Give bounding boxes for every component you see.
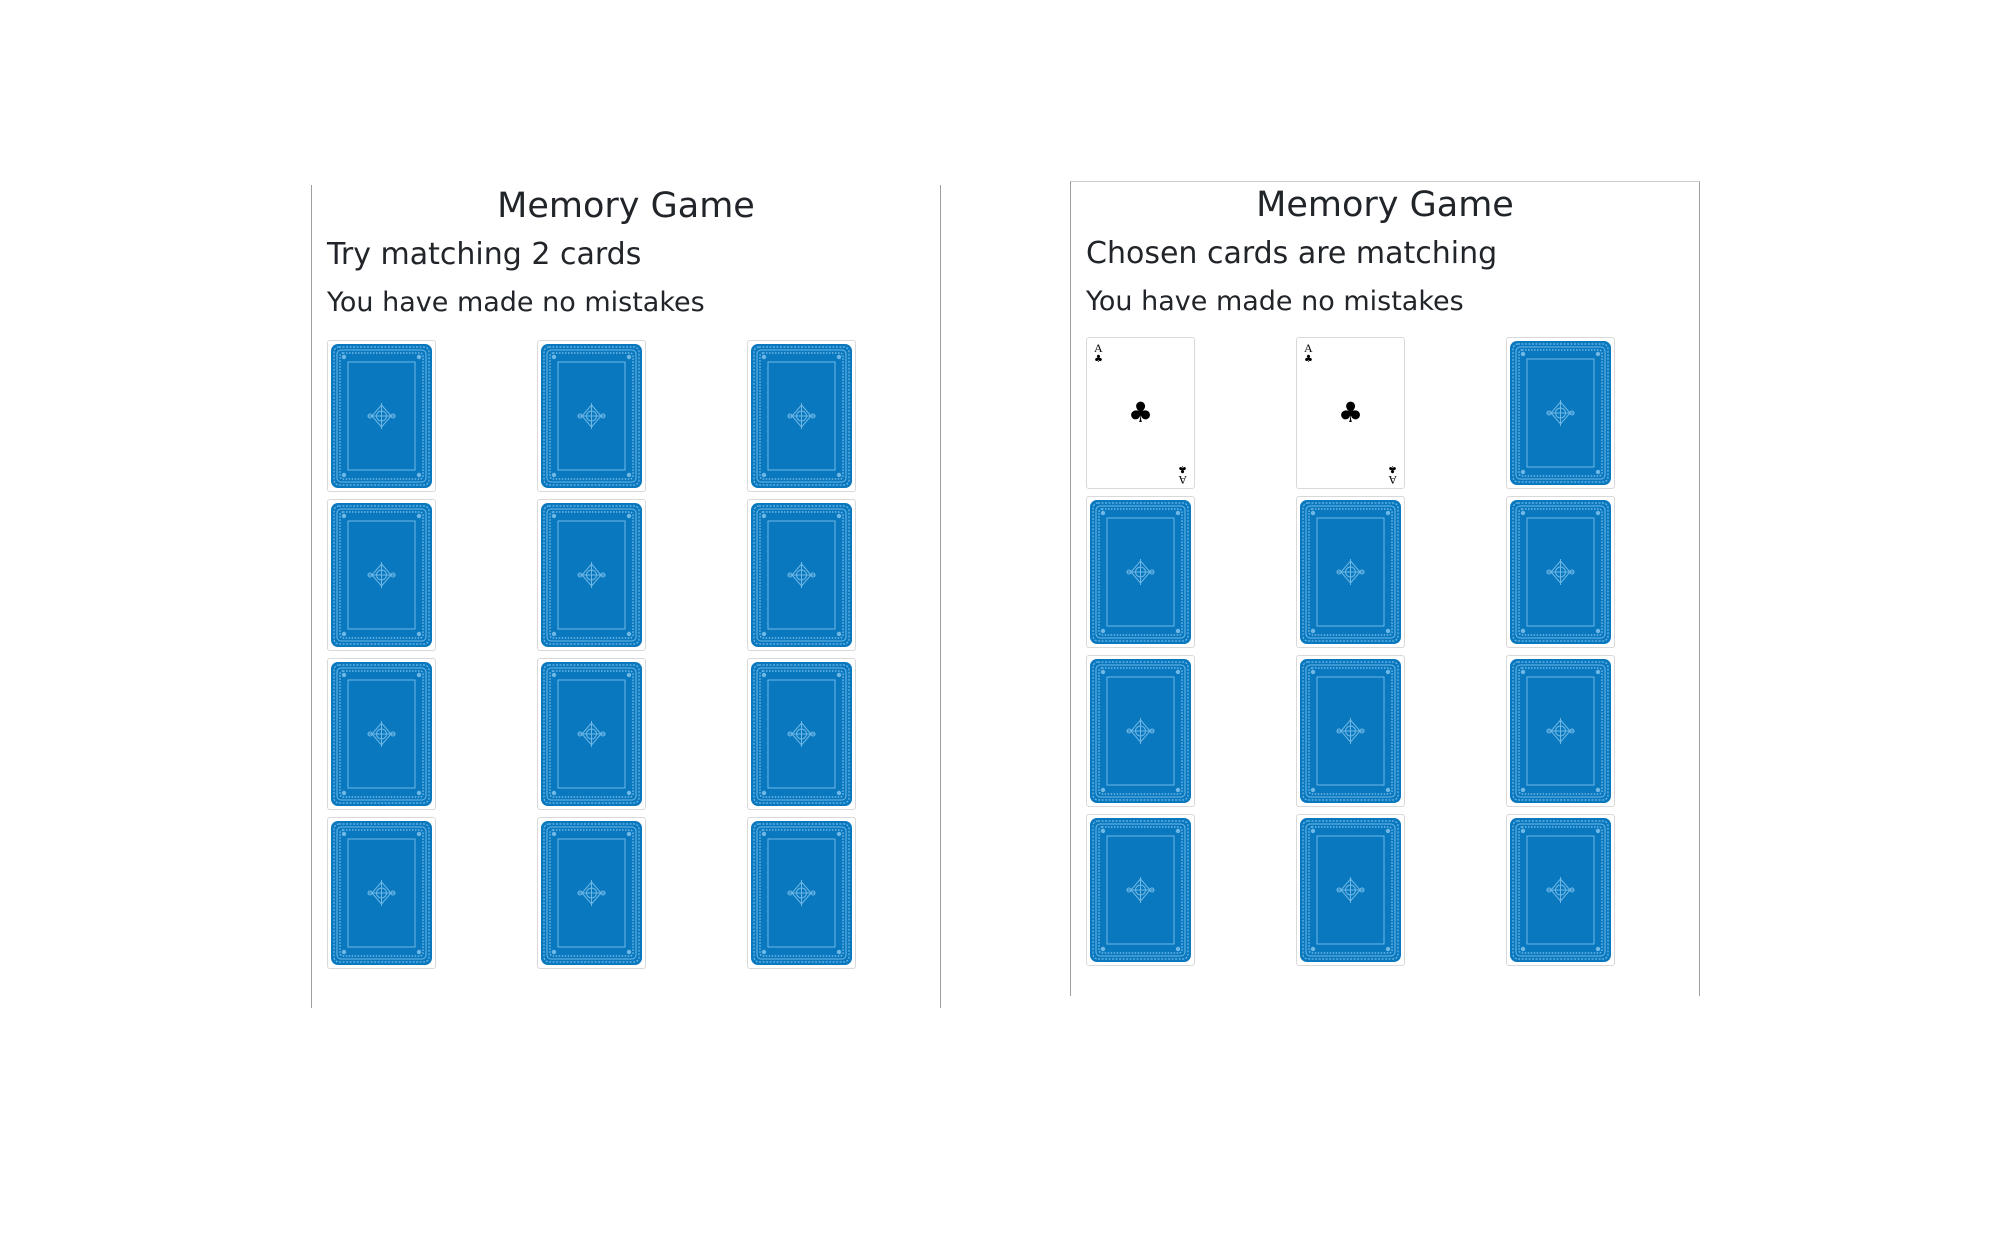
- card-face-down[interactable]: [1506, 814, 1615, 966]
- card-face-down[interactable]: [747, 817, 856, 969]
- card-face-down[interactable]: [537, 499, 646, 651]
- card-face-down[interactable]: [327, 817, 436, 969]
- game-status: Chosen cards are matching: [1086, 236, 1498, 271]
- card-back-pattern: [331, 662, 432, 806]
- card-back-pattern: [331, 503, 432, 647]
- card-back-pattern: [751, 662, 852, 806]
- card-back-pattern: [1510, 659, 1611, 803]
- svg-text:♣: ♣: [1128, 396, 1153, 429]
- card-face-up[interactable]: A♣♣A♣: [1296, 337, 1405, 489]
- card-face-down[interactable]: [327, 658, 436, 810]
- card-back-pattern: [541, 662, 642, 806]
- svg-text:♣: ♣: [1178, 463, 1187, 474]
- card-back-pattern: [1300, 500, 1401, 644]
- game-title: Memory Game: [1256, 185, 1514, 225]
- card-face-down[interactable]: [1296, 655, 1405, 807]
- card-face-down[interactable]: [1296, 814, 1405, 966]
- card-face-down[interactable]: [747, 499, 856, 651]
- card-face-down[interactable]: [537, 817, 646, 969]
- card-back-pattern: [331, 344, 432, 488]
- card-face-down[interactable]: [327, 340, 436, 492]
- card-face-down[interactable]: [1086, 814, 1195, 966]
- svg-text:A: A: [1178, 473, 1187, 487]
- card-back-pattern: [541, 821, 642, 965]
- svg-text:♣: ♣: [1304, 354, 1313, 365]
- game-title: Memory Game: [497, 186, 755, 226]
- card-back-pattern: [1090, 500, 1191, 644]
- svg-text:A: A: [1388, 473, 1397, 487]
- game-status: Try matching 2 cards: [327, 237, 642, 272]
- card-face-down[interactable]: [327, 499, 436, 651]
- card-rank: A: [1094, 341, 1103, 355]
- card-back-pattern: [751, 821, 852, 965]
- card-face-down[interactable]: [1086, 655, 1195, 807]
- card-face-down[interactable]: [1086, 496, 1195, 648]
- card-face-down[interactable]: [1506, 496, 1615, 648]
- card-back-pattern: [1510, 818, 1611, 962]
- card-back-pattern: [1300, 659, 1401, 803]
- club-icon: A♣♣A♣: [1094, 341, 1187, 487]
- svg-text:♣: ♣: [1338, 396, 1363, 429]
- mistakes-counter: You have made no mistakes: [1086, 286, 1464, 317]
- card-face-down[interactable]: [537, 658, 646, 810]
- card-back-pattern: [541, 344, 642, 488]
- club-icon: A♣♣A♣: [1304, 341, 1397, 487]
- card-face-down[interactable]: [1506, 337, 1615, 489]
- memory-game-panel-left: Memory Game Try matching 2 cards You hav…: [311, 185, 941, 1008]
- card-back-pattern: [751, 344, 852, 488]
- memory-game-panel-right: Memory Game Chosen cards are matching Yo…: [1070, 181, 1700, 996]
- card-face-down[interactable]: [747, 658, 856, 810]
- card-face-down[interactable]: [537, 340, 646, 492]
- card-back-pattern: [1090, 818, 1191, 962]
- svg-text:♣: ♣: [1388, 463, 1397, 474]
- card-back-pattern: [331, 821, 432, 965]
- card-face-down[interactable]: [1506, 655, 1615, 807]
- card-back-pattern: [1090, 659, 1191, 803]
- mistakes-counter: You have made no mistakes: [327, 287, 705, 318]
- card-back-pattern: [1300, 818, 1401, 962]
- card-rank: A: [1304, 341, 1313, 355]
- card-back-pattern: [1510, 341, 1611, 485]
- card-face-down[interactable]: [1296, 496, 1405, 648]
- card-back-pattern: [751, 503, 852, 647]
- card-back-pattern: [1510, 500, 1611, 644]
- svg-text:♣: ♣: [1094, 354, 1103, 365]
- card-face-down[interactable]: [747, 340, 856, 492]
- card-face-up[interactable]: A♣♣A♣: [1086, 337, 1195, 489]
- card-back-pattern: [541, 503, 642, 647]
